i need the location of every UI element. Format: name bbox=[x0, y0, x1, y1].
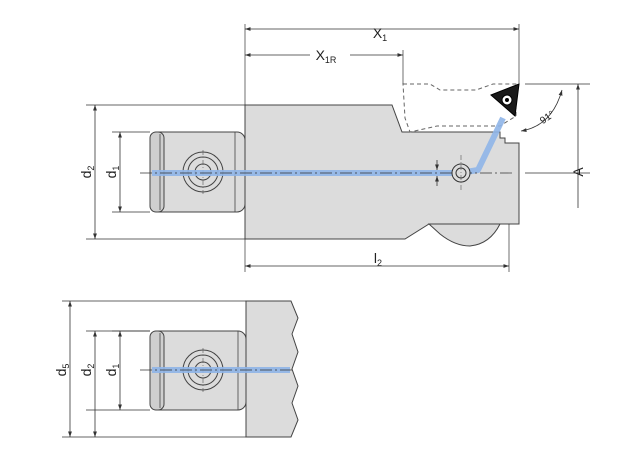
angle-arc bbox=[520, 89, 563, 133]
l2-label: l2 bbox=[374, 250, 382, 268]
bottom-view: d5 d2 d1 bbox=[53, 300, 299, 438]
d1-label: d1 bbox=[103, 166, 121, 179]
angle-label: 91° bbox=[538, 109, 557, 127]
bottom-d2-label: d2 bbox=[78, 364, 96, 377]
x1-label: X1 bbox=[373, 25, 387, 43]
d2-label: d2 bbox=[78, 166, 96, 179]
x1r-label: X1R bbox=[316, 47, 337, 65]
d5-label: d5 bbox=[53, 364, 71, 377]
bottom-d1-label: d1 bbox=[103, 364, 121, 377]
a-label: A bbox=[570, 167, 586, 177]
top-view: X1 X1R l2 d2 d1 A 91° bbox=[78, 24, 590, 272]
